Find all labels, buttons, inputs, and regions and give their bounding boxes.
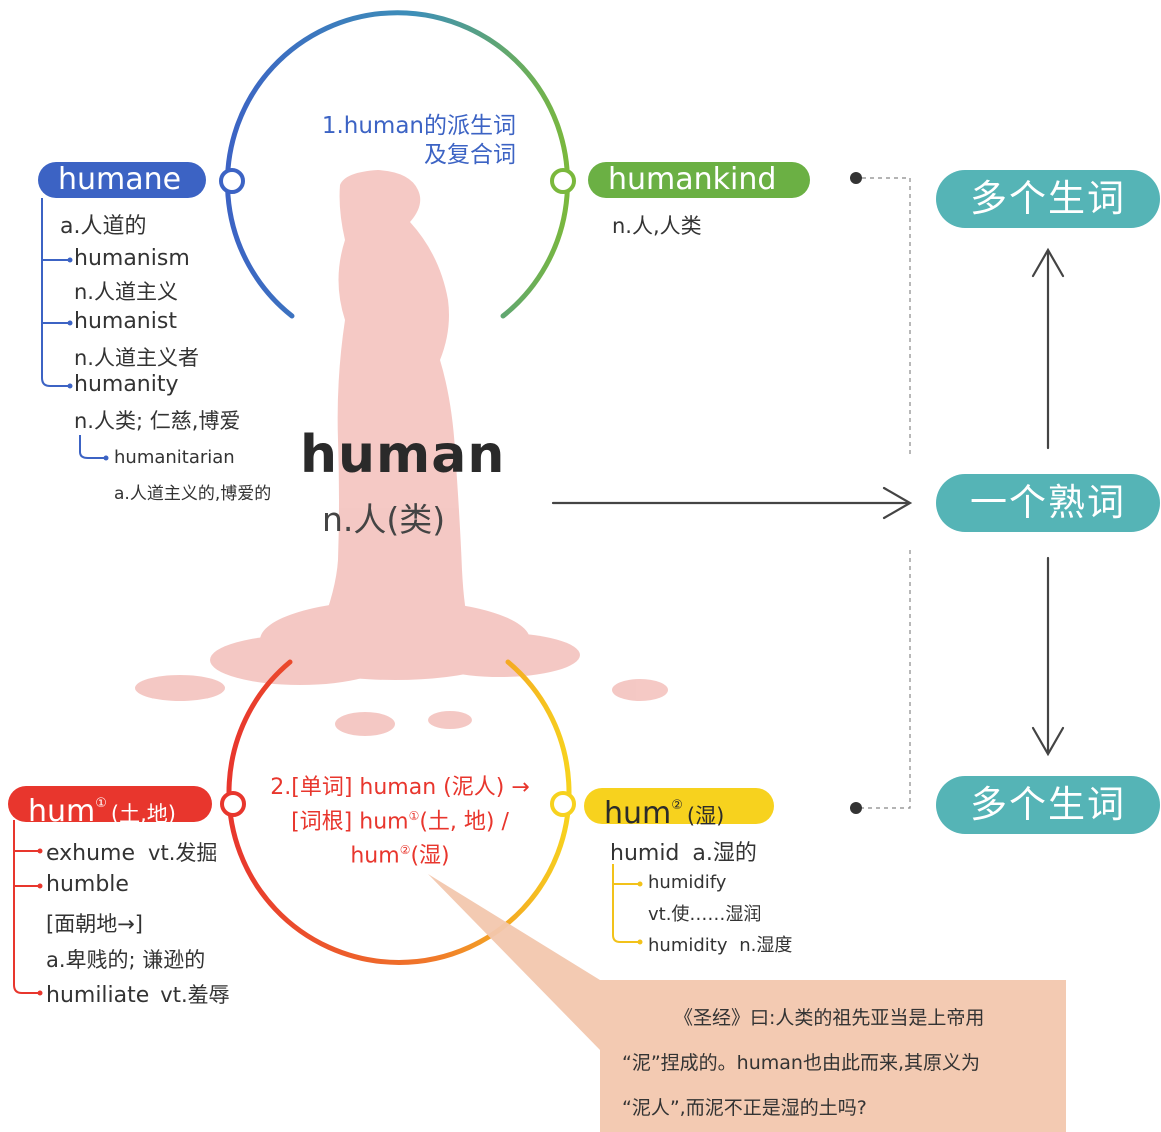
sub-item-definition: a.人道主义的,博爱的 xyxy=(114,484,272,504)
arrow-down xyxy=(1031,556,1065,757)
tag-hum-earth: hum①(土,地) xyxy=(8,786,212,829)
bottom-arc xyxy=(226,659,572,965)
center-word: human xyxy=(300,425,506,485)
list-item: humiliate vt.羞辱 xyxy=(46,983,230,1008)
humid-definition: humid a.湿的 xyxy=(610,841,757,866)
story-callout xyxy=(428,874,1066,1132)
list-item: humanity xyxy=(74,372,179,397)
section1-title: 1.human的派生词 及复合词 xyxy=(321,113,516,168)
humankind-definition: n.人,人类 xyxy=(612,214,702,238)
tag-humane: humane xyxy=(38,162,206,198)
list-item: humble xyxy=(46,872,129,897)
list-item: exhume vt.发掘 xyxy=(46,841,218,866)
tag-hum-wet: hum②(湿) xyxy=(584,788,774,831)
sub-item: humanitarian xyxy=(114,447,235,468)
tag-humankind: humankind xyxy=(588,162,810,198)
list-item: humanism xyxy=(74,246,190,271)
section2-title: 2.[单词] human (泥人) → [词根] hum①(土, 地) / hu… xyxy=(270,775,530,869)
dashed-bracket xyxy=(862,177,911,809)
list-item-definition: n.人道主义者 xyxy=(74,346,199,370)
list-item-definition: n.人类; 仁慈,博爱 xyxy=(74,409,241,433)
story-text: 《圣经》曰:人类的祖先亚当是上帝用 “泥”捏成的。human也由此而来,其原义为… xyxy=(622,1007,985,1119)
clay-figure xyxy=(135,170,668,736)
new-words-bottom: 多个生词 xyxy=(936,776,1160,834)
center-definition: n.人(类) xyxy=(322,500,446,539)
list-item-note: [面朝地→] xyxy=(46,912,143,936)
list-item: humidity n.湿度 xyxy=(648,935,793,956)
top-arc xyxy=(225,10,570,319)
arrow-to-familiar xyxy=(551,486,913,520)
list-item: humidify xyxy=(648,872,727,893)
list-item-definition: n.人道主义 xyxy=(74,280,178,304)
list-item-definition: a.卑贱的; 谦逊的 xyxy=(46,948,206,972)
new-words-top: 多个生词 xyxy=(936,170,1160,228)
list-item: humanist xyxy=(74,309,177,334)
humane-definition: a.人道的 xyxy=(60,214,147,239)
familiar-word: 一个熟词 xyxy=(936,474,1160,532)
arrow-up xyxy=(1031,247,1065,450)
list-item-definition: vt.使……湿润 xyxy=(648,904,762,925)
